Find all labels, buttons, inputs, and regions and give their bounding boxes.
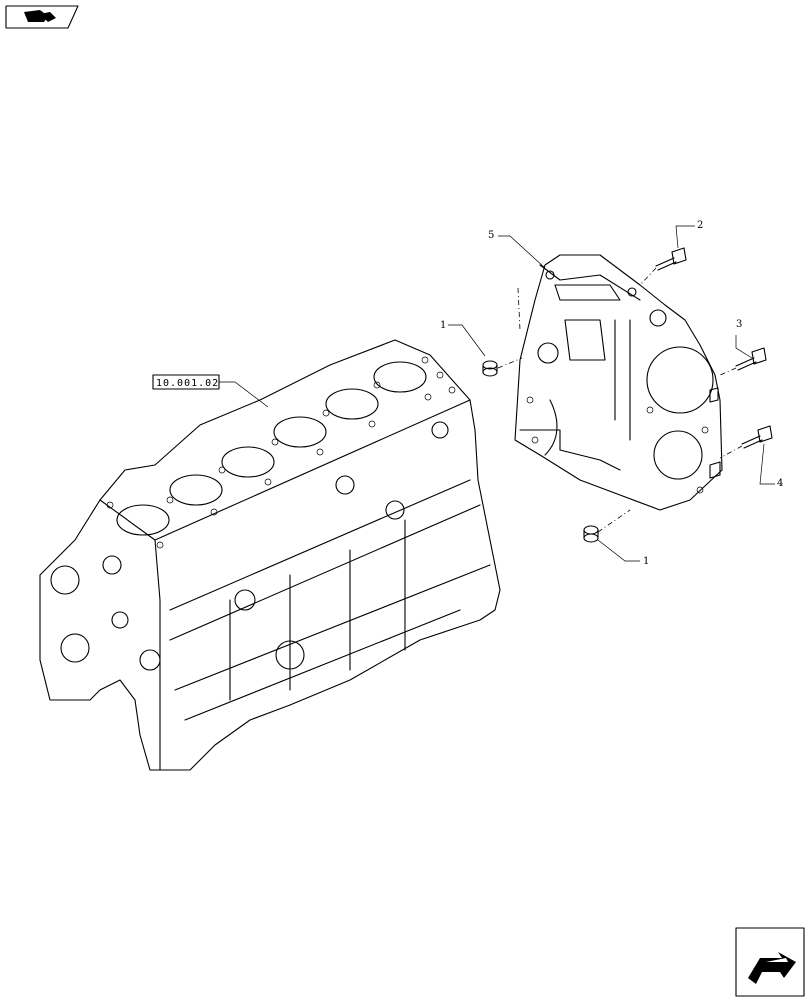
svg-text:2: 2 [697,220,703,231]
svg-text:3: 3 [736,319,742,330]
svg-text:1: 1 [643,556,649,567]
flywheel-housing [514,254,723,511]
book-open-icon[interactable] [5,5,79,29]
svg-text:1: 1 [440,320,446,331]
callout-3[interactable]: 3 [735,319,753,359]
plug-1b[interactable] [583,525,599,543]
bolt-2[interactable] [655,247,687,271]
next-page-arrow-icon[interactable] [735,927,805,997]
svg-text:10.001.02: 10.001.02 [156,378,219,389]
svg-text:5: 5 [488,230,494,241]
callout-1b[interactable]: 1 [597,539,649,567]
callout-1a[interactable]: 1 [440,320,486,357]
bolt-3[interactable] [735,347,767,371]
svg-text:4: 4 [777,478,783,489]
engine-block [39,339,501,771]
callout-4[interactable]: 4 [759,443,783,489]
bolt-4[interactable] [741,425,773,449]
reference-label[interactable]: 10.001.02 [152,374,269,408]
callout-5[interactable]: 5 [488,230,546,269]
callout-2[interactable]: 2 [675,220,703,249]
plug-1a[interactable] [482,360,498,377]
